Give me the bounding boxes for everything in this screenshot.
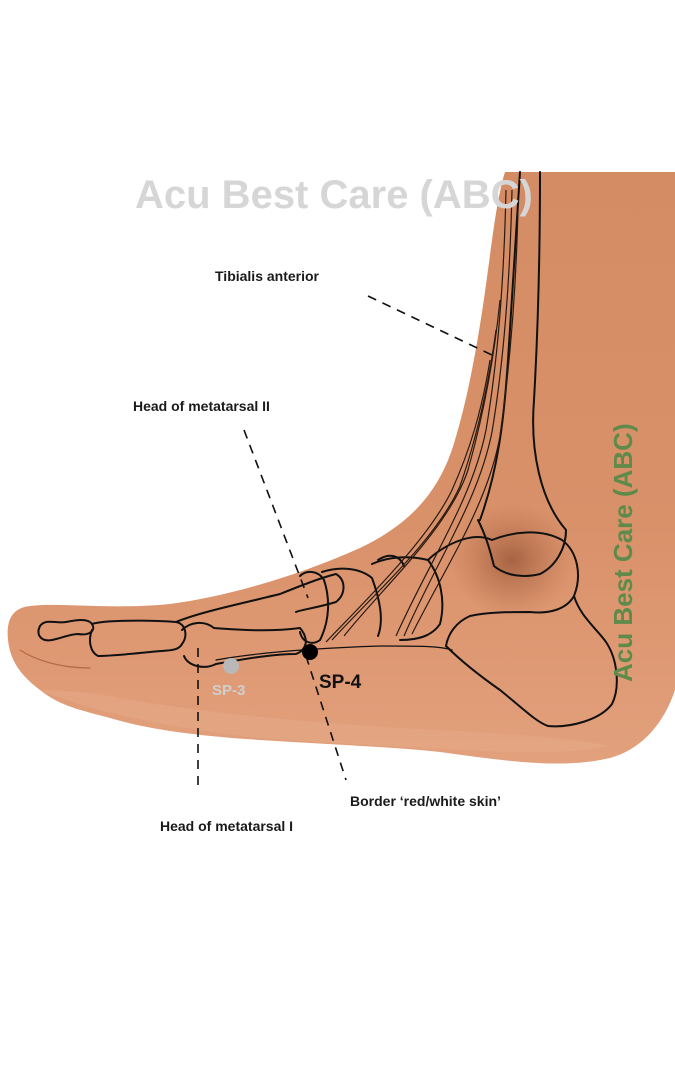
navicular xyxy=(371,556,444,641)
cuneiform-intermediate xyxy=(321,567,382,637)
tibia-anterior-edge xyxy=(479,171,521,521)
leader-border xyxy=(305,655,347,781)
sp3-point[interactable] xyxy=(223,658,239,674)
metatarsal-ii xyxy=(175,573,345,623)
medial-malleolus xyxy=(477,519,567,577)
talus xyxy=(427,531,579,647)
label-tibialis-anterior: Tibialis anterior xyxy=(215,268,320,284)
label-head-metatarsal-ii: Head of metatarsal II xyxy=(133,398,270,414)
watermark-side: Acu Best Care (ABC) xyxy=(608,423,638,682)
foot-bones xyxy=(37,519,618,728)
label-border-red-white-skin: Border ‘red/white skin’ xyxy=(350,793,501,809)
ankle-shadow xyxy=(450,502,574,618)
watermark-top: Acu Best Care (ABC) xyxy=(135,173,533,217)
calcaneus xyxy=(445,595,618,728)
label-sp4: SP-4 xyxy=(319,672,362,693)
sole-contour xyxy=(215,645,453,661)
sole-shading xyxy=(40,690,610,753)
cuboid xyxy=(377,554,405,567)
label-sp3: SP-3 xyxy=(212,682,245,699)
sp4-point[interactable] xyxy=(302,644,318,660)
cuneiform-medial xyxy=(299,570,330,644)
tibialis-anterior-tendon xyxy=(325,189,519,643)
leader-metatarsal-ii xyxy=(243,429,309,599)
label-head-metatarsal-i: Head of metatarsal I xyxy=(160,818,293,834)
leader-tibialis xyxy=(367,295,495,357)
proximal-phalanx xyxy=(89,619,187,657)
tibia-posterior-edge xyxy=(532,171,567,531)
metatarsal-i xyxy=(181,622,307,668)
tibia xyxy=(479,171,567,531)
big-toe-outline xyxy=(19,649,91,669)
